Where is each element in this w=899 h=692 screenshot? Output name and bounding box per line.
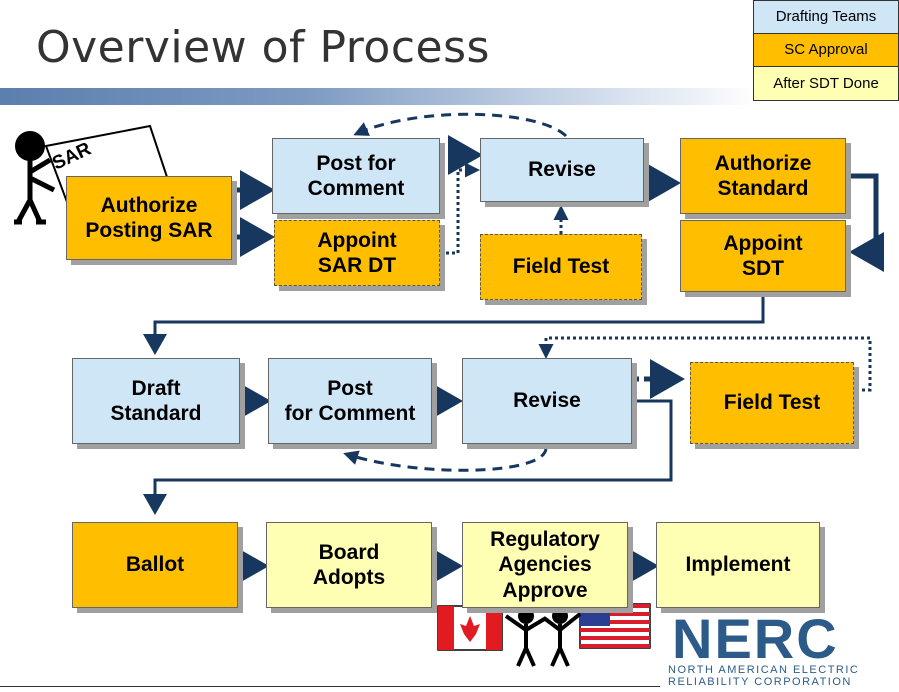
usa-flag — [579, 603, 651, 649]
implement-box: Implement — [656, 522, 820, 608]
canada-flag — [437, 605, 503, 651]
post-for-comment-box-2: Post for Comment — [268, 358, 432, 444]
authorize-standard-box: Authorize Standard — [680, 138, 846, 214]
field-test-box-2: Field Test — [690, 362, 854, 444]
revise-box-2: Revise — [462, 358, 632, 444]
field-test-box-1: Field Test — [480, 234, 642, 300]
board-adopts-box: Board Adopts — [266, 522, 432, 608]
nerc-logo: NERC — [672, 607, 839, 670]
nerc-logo-subtitle: NORTH AMERICAN ELECTRIC RELIABILITY CORP… — [668, 664, 859, 688]
legend: Drafting Teams SC Approval After SDT Don… — [753, 0, 899, 101]
appoint-sar-dt-box: Appoint SAR DT — [274, 220, 440, 286]
legend-after-sdt-done: After SDT Done — [754, 67, 898, 100]
nerc-logo-line2: RELIABILITY CORPORATION — [668, 676, 852, 688]
ballot-box: Ballot — [72, 522, 238, 608]
nerc-logo-line1: NORTH AMERICAN ELECTRIC — [668, 664, 860, 676]
footer-divider — [0, 686, 660, 687]
legend-sc-approval: SC Approval — [754, 34, 898, 67]
people-figures — [504, 608, 582, 667]
draft-standard-box: Draft Standard — [72, 358, 240, 444]
page-title: Overview of Process — [36, 22, 490, 73]
regulatory-agencies-approve-box: Regulatory Agencies Approve — [462, 522, 628, 608]
revise-box-1: Revise — [480, 138, 644, 202]
title-divider — [0, 88, 760, 105]
post-for-comment-box-1: Post for Comment — [272, 138, 440, 214]
appoint-sdt-box: Appoint SDT — [680, 220, 846, 292]
authorize-posting-sar-box: Authorize Posting SAR — [66, 176, 232, 260]
sar-sign-label: SAR — [49, 138, 95, 175]
legend-drafting-teams: Drafting Teams — [754, 1, 898, 34]
